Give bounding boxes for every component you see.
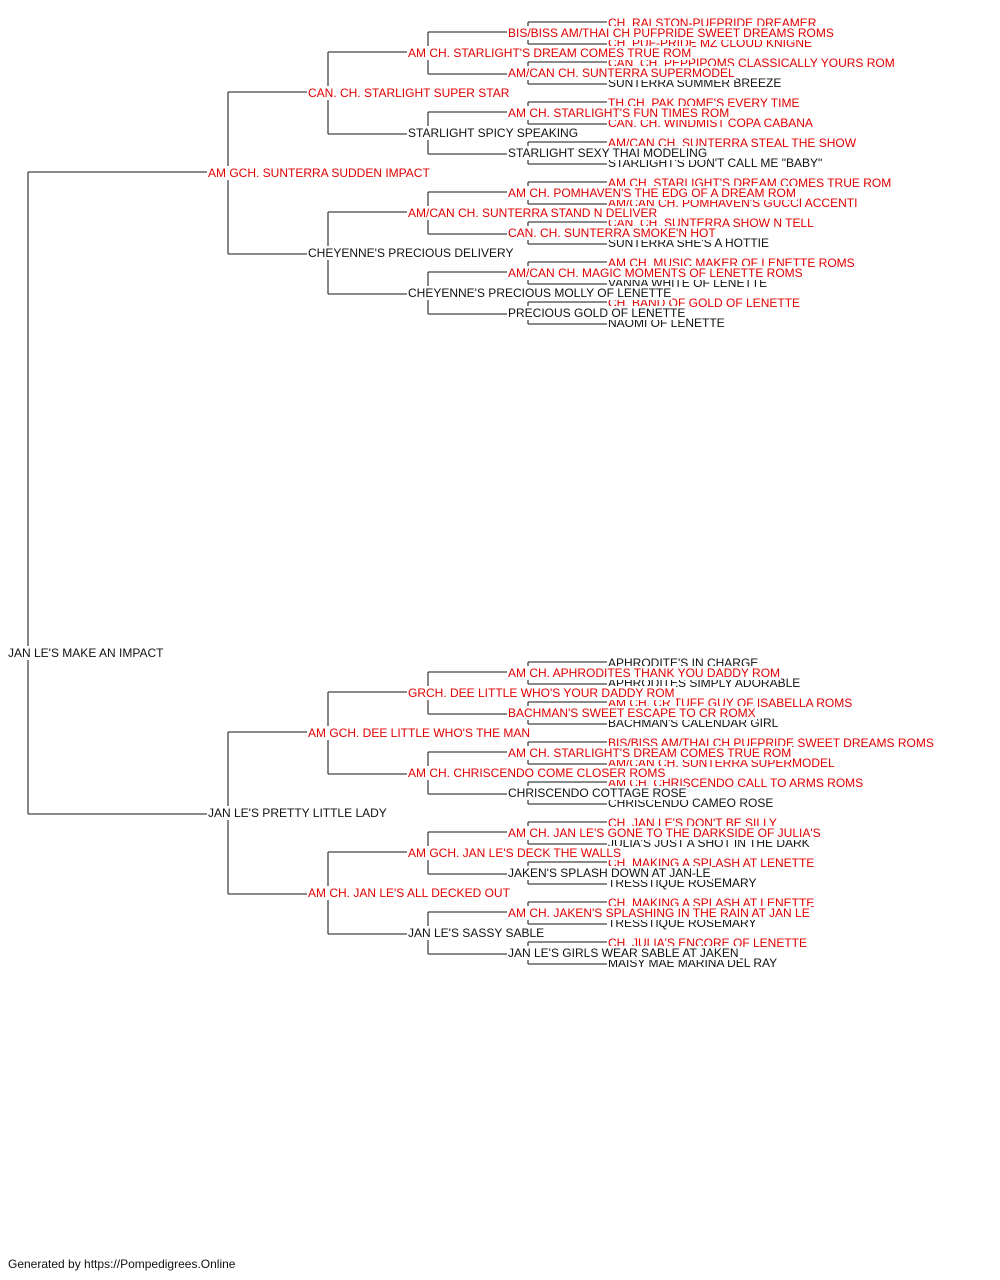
dam-name: CHRISCENDO COTTAGE ROSE xyxy=(507,786,688,800)
sire-name: BIS/BISS AM/THAI CH PUFPRIDE SWEET DREAM… xyxy=(507,26,835,40)
dam-name: AM/CAN CH. SUNTERRA SUPERMODEL xyxy=(507,66,736,80)
sire-name: AM GCH. JAN LE'S DECK THE WALLS xyxy=(407,846,623,860)
dam-name: JAN LE'S GIRLS WEAR SABLE AT JAKEN xyxy=(507,946,740,960)
sire-name: AM GCH. DEE LITTLE WHO'S THE MAN xyxy=(307,726,532,740)
sire-name: AM CH. STARLIGHT'S FUN TIMES ROM xyxy=(507,106,731,120)
dam-name: STARLIGHT SPICY SPEAKING xyxy=(407,126,580,140)
dam-name: JAKEN'S SPLASH DOWN AT JAN-LE xyxy=(507,866,712,880)
dam-name: PRECIOUS GOLD OF LENETTE xyxy=(507,306,687,320)
dam-name: JAN LE'S PRETTY LITTLE LADY xyxy=(207,806,388,820)
sire-name: AM GCH. SUNTERRA SUDDEN IMPACT xyxy=(207,166,431,180)
dam-name: AM CH. JAN LE'S ALL DECKED OUT xyxy=(307,886,511,900)
sire-name: AM CH. POMHAVEN'S THE EDG OF A DREAM ROM xyxy=(507,186,797,200)
dam-name: AM CH. CHRISCENDO COME CLOSER ROMS xyxy=(407,766,667,780)
sire-name: AM CH. STARLIGHT'S DREAM COMES TRUE ROM xyxy=(407,46,693,60)
sire-name: AM CH. JAN LE'S GONE TO THE DARKSIDE OF … xyxy=(507,826,822,840)
dam-name: CAN. CH. SUNTERRA SMOKE'N HOT xyxy=(507,226,717,240)
footer-credit: Generated by https://Pompedigrees.Online xyxy=(8,1257,236,1271)
sire-name: AM CH. STARLIGHT'S DREAM COMES TRUE ROM xyxy=(507,746,793,760)
dam-name: STARLIGHT SEXY THAI MODELING xyxy=(507,146,709,160)
dam-name: JAN LE'S SASSY SABLE xyxy=(407,926,546,940)
sire-name: AM/CAN CH. MAGIC MOMENTS OF LENETTE ROMS xyxy=(507,266,804,280)
sire-name: AM CH. APHRODITES THANK YOU DADDY ROM xyxy=(507,666,782,680)
dam-name: CHEYENNE'S PRECIOUS MOLLY OF LENETTE xyxy=(407,286,673,300)
dam-name: CHEYENNE'S PRECIOUS DELIVERY xyxy=(307,246,515,260)
sire-name: AM/CAN CH. SUNTERRA STAND N DELIVER xyxy=(407,206,659,220)
dam-name: BACHMAN'S SWEET ESCAPE TO CR ROMX xyxy=(507,706,757,720)
sire-name: AM CH. JAKEN'S SPLASHING IN THE RAIN AT … xyxy=(507,906,811,920)
sire-name: GRCH. DEE LITTLE WHO'S YOUR DADDY ROM xyxy=(407,686,676,700)
subject-name: JAN LE'S MAKE AN IMPACT xyxy=(7,646,165,660)
sire-name: CAN. CH. STARLIGHT SUPER STAR xyxy=(307,86,511,100)
